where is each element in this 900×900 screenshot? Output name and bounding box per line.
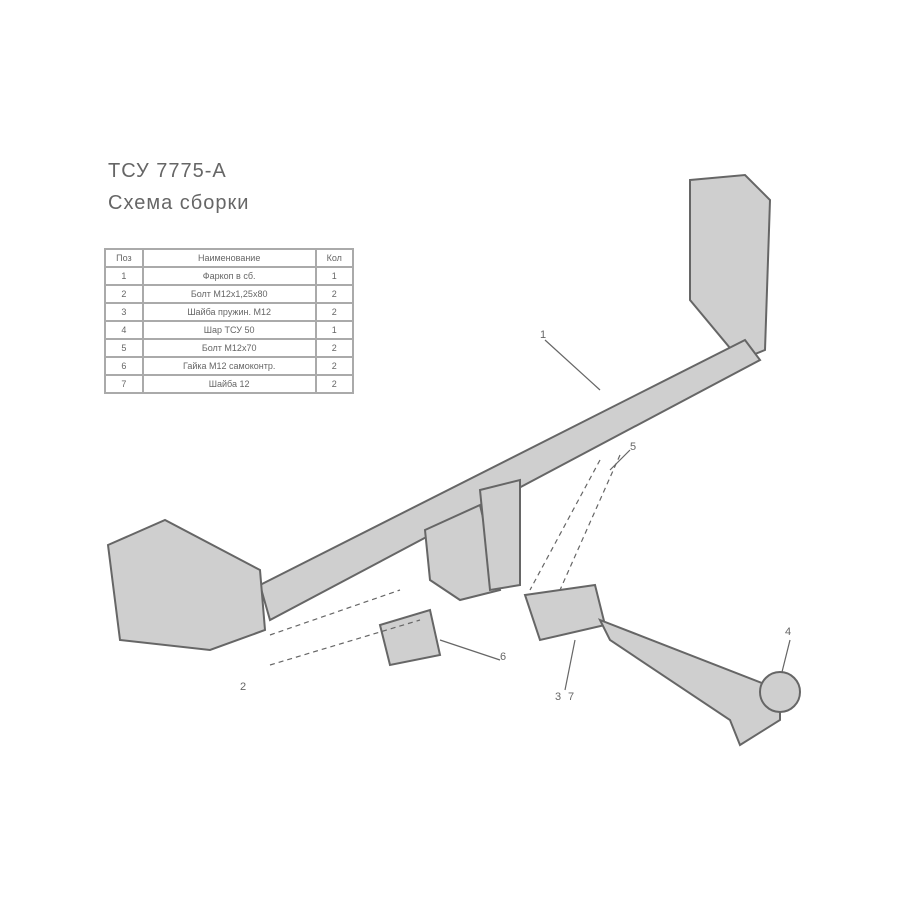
cell-pos: 2 <box>104 284 144 304</box>
table-header-row: Поз Наименование Кол <box>104 248 355 268</box>
col-qty: Кол <box>314 248 355 268</box>
ball-neck <box>597 618 781 747</box>
crossbar <box>258 338 762 622</box>
drawing-title: ТСУ 7775-А <box>108 160 227 182</box>
callout-4: 4 <box>785 626 791 638</box>
cell-pos: 5 <box>104 338 144 358</box>
cell-pos: 7 <box>104 374 144 394</box>
cell-qty: 2 <box>314 356 355 376</box>
right-bracket <box>689 173 772 362</box>
leader-lines <box>439 339 791 691</box>
callout-5: 5 <box>630 441 636 453</box>
drawing-subtitle: Схема сборки <box>108 192 250 214</box>
col-pos: Поз <box>104 248 144 268</box>
cell-qty: 2 <box>314 338 355 358</box>
assembly-lines <box>269 454 621 666</box>
callout-6: 6 <box>500 651 506 663</box>
cell-qty: 2 <box>314 284 355 304</box>
cell-qty: 1 <box>314 320 355 340</box>
callout-7: 7 <box>568 691 574 703</box>
cell-pos: 6 <box>104 356 144 376</box>
cell-name: Болт М12х1,25х80 <box>141 284 317 304</box>
cell-name: Шар ТСУ 50 <box>141 320 317 340</box>
cell-qty: 2 <box>314 302 355 322</box>
center-plate-2 <box>478 478 521 592</box>
center-plate <box>423 503 502 602</box>
cell-pos: 4 <box>104 320 144 340</box>
cell-pos: 1 <box>104 266 144 286</box>
mount-block <box>378 608 442 667</box>
cell-name: Гайка М12 самоконтр. <box>141 356 317 376</box>
cell-name: Болт М12х70 <box>141 338 317 358</box>
cell-name: Фаркоп в сб. <box>141 266 317 286</box>
callout-1: 1 <box>540 329 546 341</box>
tow-ball <box>759 671 801 713</box>
left-bracket <box>106 518 267 652</box>
cell-name: Шайба 12 <box>141 374 317 394</box>
cell-qty: 1 <box>314 266 355 286</box>
ball-mount-block <box>523 583 607 642</box>
cell-qty: 2 <box>314 374 355 394</box>
callout-2: 2 <box>240 681 246 693</box>
cell-pos: 3 <box>104 302 144 322</box>
cell-name: Шайба пружин. М12 <box>141 302 317 322</box>
callout-3: 3 <box>555 691 561 703</box>
col-name: Наименование <box>141 248 317 268</box>
